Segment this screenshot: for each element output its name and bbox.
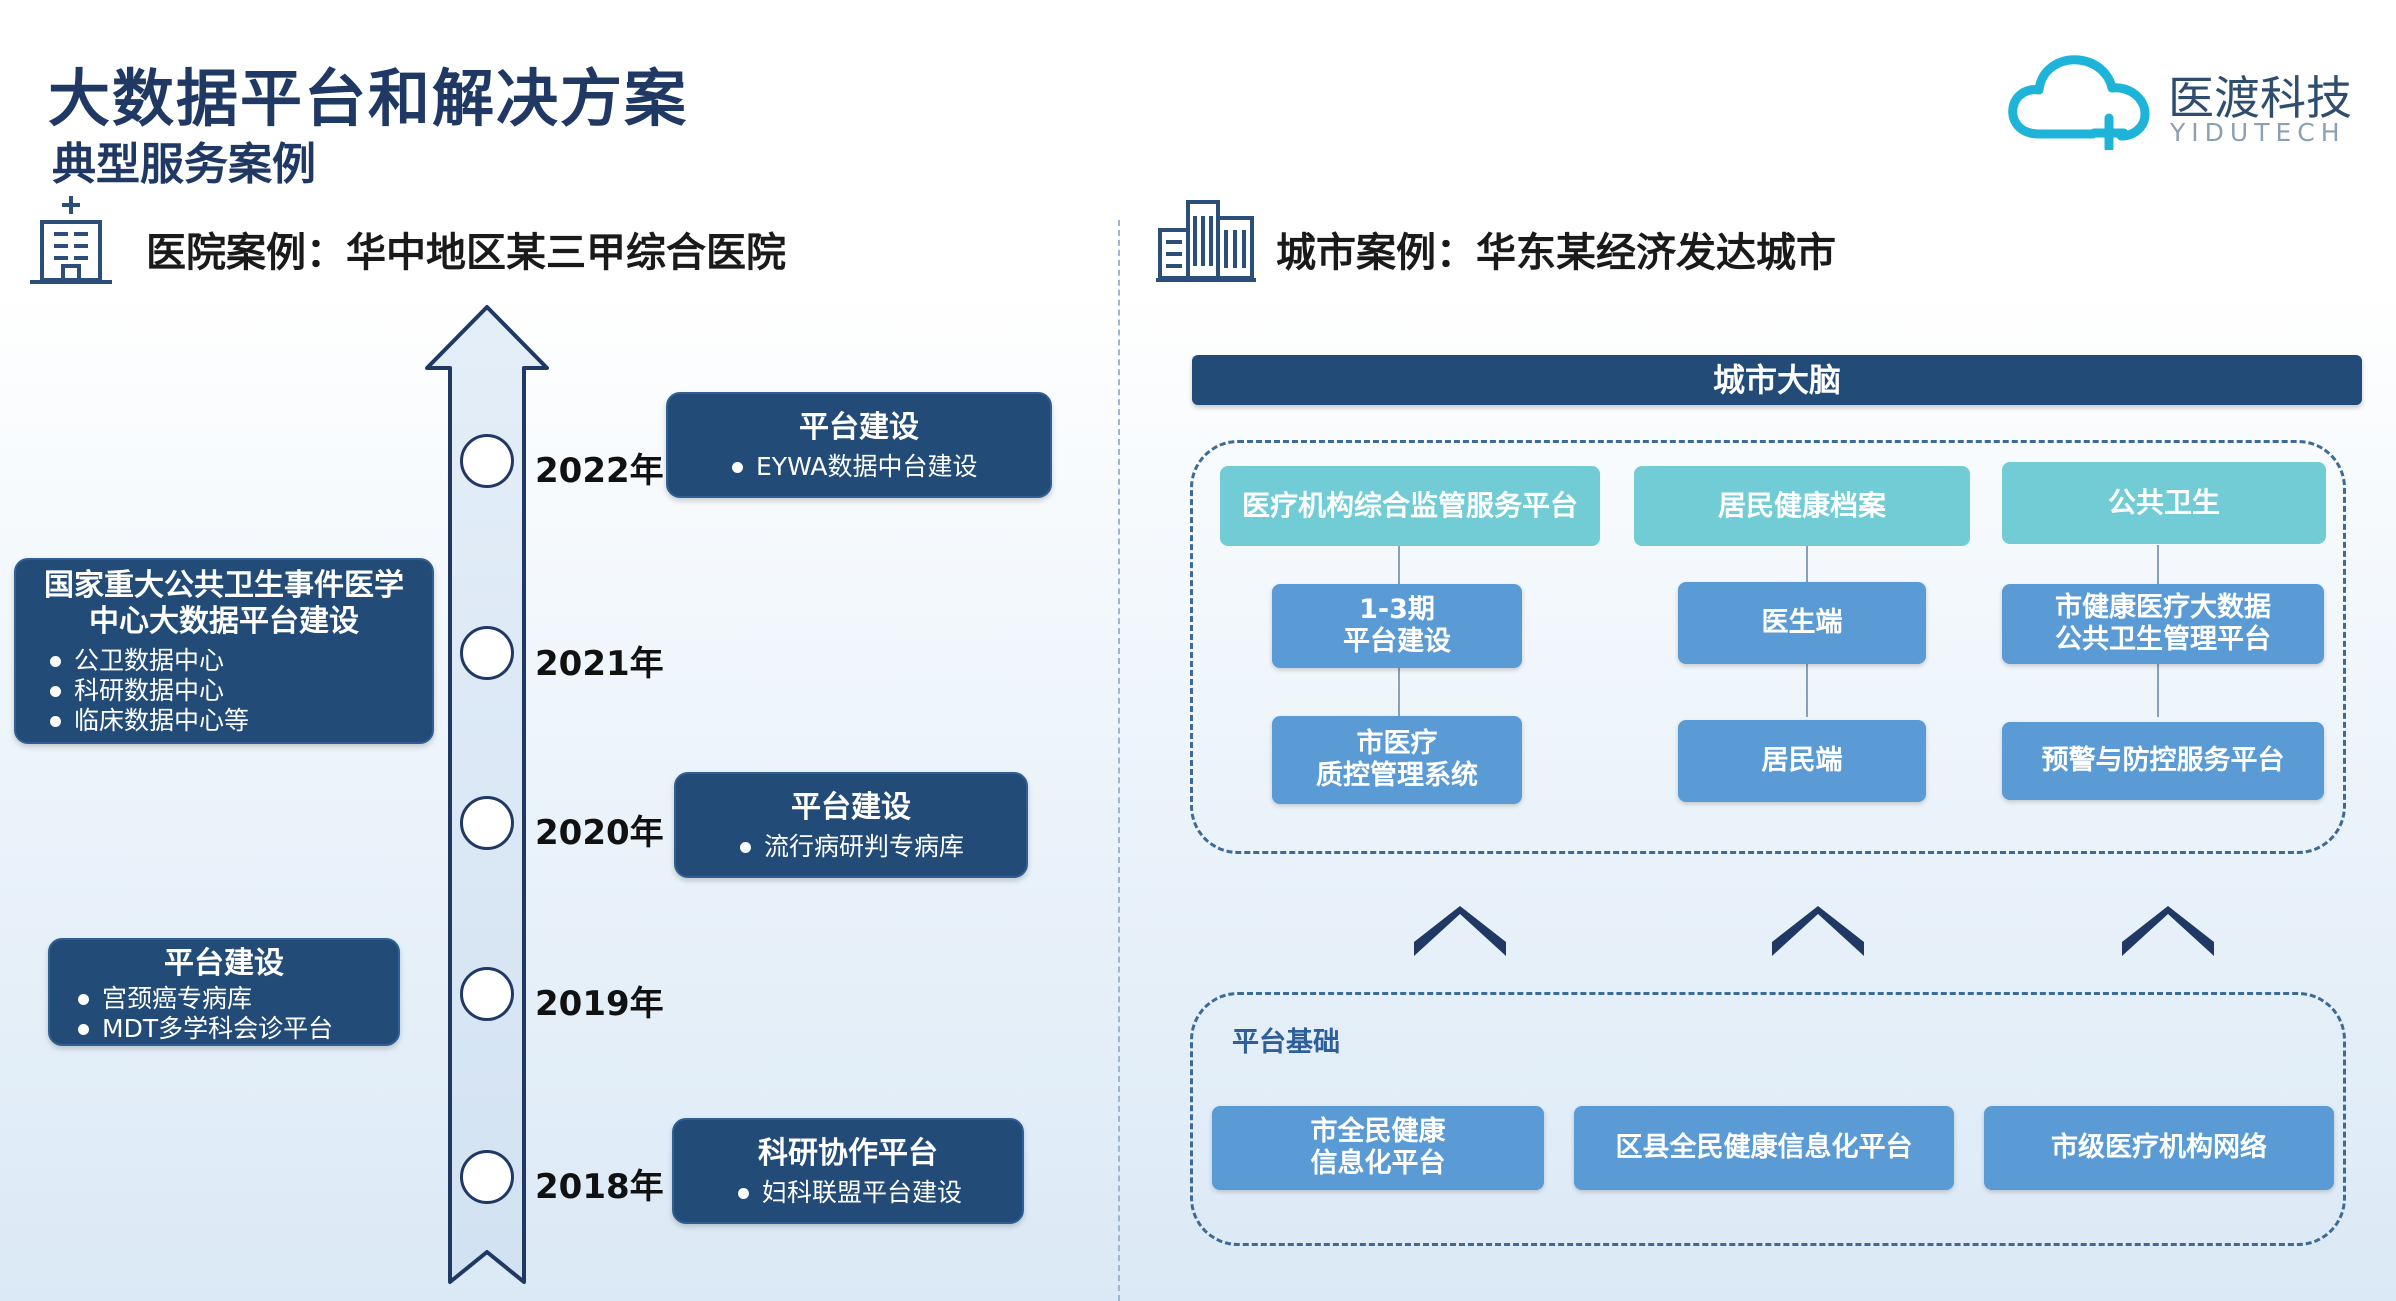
logo-text-en: YIDUTECH: [2170, 118, 2346, 147]
milestone-title: 平台建设: [799, 410, 919, 445]
milestone-item: 科研数据中心: [44, 676, 432, 706]
section-divider: [1118, 220, 1120, 1301]
milestone-box-2022: 平台建设 EYWA数据中台建设: [666, 392, 1052, 498]
platform-node: 医生端: [1678, 582, 1926, 664]
chevron-up-icon: [2122, 906, 2214, 956]
year-label: 2021年: [535, 644, 664, 684]
logo-text-cn: 医渡科技: [2168, 71, 2352, 125]
milestone-item: MDT多学科会诊平台: [72, 1014, 398, 1044]
chevron-up-icon: [1414, 906, 1506, 956]
hospital-case-title: 医院案例：华中地区某三甲综合医院: [146, 230, 786, 276]
platform-panel: [1190, 440, 2346, 854]
milestone-item: 公卫数据中心: [44, 646, 432, 676]
year-label: 2020年: [535, 813, 664, 853]
milestone-item: EYWA数据中台建设: [726, 452, 1050, 482]
city-brain-bar: 城市大脑: [1192, 355, 2362, 405]
platform-node-line: 平台建设: [1343, 626, 1451, 657]
city-case-title: 城市案例：华东某经济发达城市: [1276, 230, 1836, 276]
platform-node: 1-3期平台建设: [1272, 584, 1522, 668]
timeline-node-2022: [460, 434, 514, 488]
hospital-icon: [30, 196, 112, 284]
milestone-title: 平台建设: [164, 946, 284, 981]
platform-node-line: 质控管理系统: [1316, 760, 1478, 791]
platform-node-line: 1-3期: [1359, 594, 1435, 625]
base-node-line: 信息化平台: [1310, 1148, 1446, 1179]
year-label: 2022年: [535, 451, 664, 491]
milestone-item: 流行病研判专病库: [734, 832, 1026, 862]
timeline-node-2018: [460, 1150, 514, 1204]
timeline-arrow: [425, 305, 549, 1284]
timeline-node-2019: [460, 967, 514, 1021]
timeline-node-2020: [460, 796, 514, 850]
year-label: 2019年: [535, 984, 664, 1024]
milestone-item: 宫颈癌专病库: [72, 984, 398, 1014]
city-buildings-icon: [1156, 200, 1256, 282]
page-subtitle: 典型服务案例: [52, 139, 316, 190]
cloud-logo-icon: [2008, 55, 2150, 150]
page-title: 大数据平台和解决方案: [48, 62, 689, 135]
platform-node: 市医疗质控管理系统: [1272, 716, 1522, 804]
chevron-up-icon: [1772, 906, 1864, 956]
platform-node: 居民端: [1678, 720, 1926, 802]
platform-base-label: 平台基础: [1232, 1027, 1340, 1058]
milestone-box-2020: 平台建设 流行病研判专病库: [674, 772, 1028, 878]
milestone-title-line: 中心大数据平台建设: [89, 604, 359, 639]
milestone-box-2018: 科研协作平台 妇科联盟平台建设: [672, 1118, 1024, 1224]
platform-node-line: 市健康医疗大数据: [2055, 592, 2271, 623]
milestone-title: 平台建设: [791, 790, 911, 825]
column-header: 居民健康档案: [1634, 466, 1970, 546]
milestone-title-line: 国家重大公共卫生事件医学: [44, 568, 404, 603]
timeline-node-2021: [460, 626, 514, 680]
platform-base-panel: [1190, 992, 2346, 1246]
milestone-item: 妇科联盟平台建设: [732, 1178, 1022, 1208]
milestone-title: 科研协作平台: [758, 1136, 938, 1171]
platform-node: 预警与防控服务平台: [2002, 722, 2324, 800]
base-node: 市级医疗机构网络: [1984, 1106, 2334, 1190]
column-header: 医疗机构综合监管服务平台: [1220, 466, 1600, 546]
base-node: 市全民健康信息化平台: [1212, 1106, 1544, 1190]
column-header: 公共卫生: [2002, 462, 2326, 544]
platform-node-line: 公共卫生管理平台: [2055, 624, 2271, 655]
base-node-line: 市全民健康: [1310, 1116, 1446, 1147]
platform-node: 市健康医疗大数据公共卫生管理平台: [2002, 584, 2324, 664]
base-node: 区县全民健康信息化平台: [1574, 1106, 1954, 1190]
year-label: 2018年: [535, 1167, 664, 1207]
platform-node-line: 市医疗: [1356, 728, 1438, 759]
milestone-item: 临床数据中心等: [44, 706, 432, 736]
milestone-box-2019: 平台建设 宫颈癌专病库 MDT多学科会诊平台: [48, 938, 400, 1046]
milestone-box-2021: 国家重大公共卫生事件医学 中心大数据平台建设 公卫数据中心 科研数据中心 临床数…: [14, 558, 434, 744]
